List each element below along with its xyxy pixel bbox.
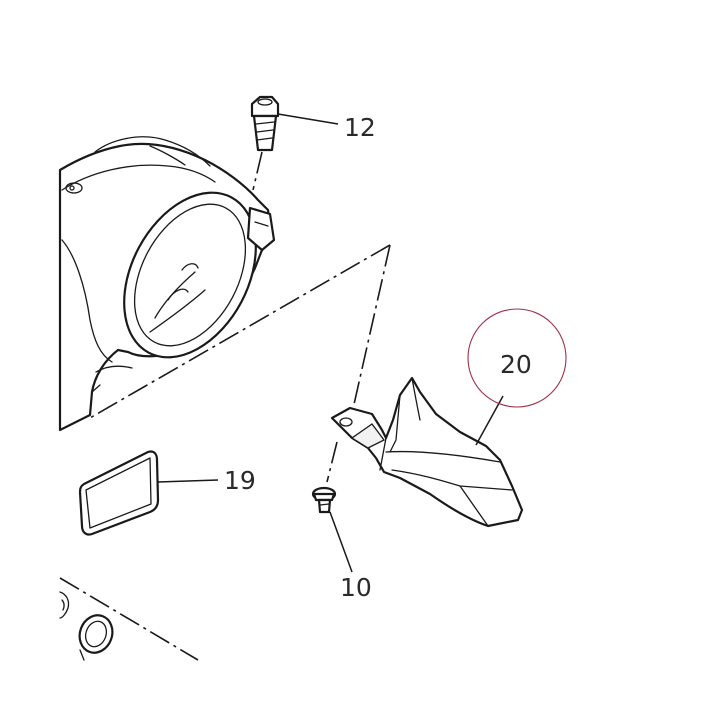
- cover-20: [330, 376, 524, 528]
- callout-10: 10: [340, 573, 372, 602]
- callout-20: 20: [500, 350, 532, 379]
- leader-20: [475, 395, 504, 446]
- housing-collar: [123, 191, 276, 359]
- assembly-lines: [59, 244, 391, 661]
- gasket-19: [78, 450, 160, 536]
- highlight-circle: [467, 308, 567, 408]
- callout-12: 12: [344, 113, 376, 142]
- leader-10: [329, 511, 353, 573]
- leader-12: [277, 113, 339, 125]
- lower-fragments: [59, 591, 114, 661]
- leader-19: [157, 479, 219, 483]
- screw-10: [311, 486, 337, 514]
- axis-bolt-12: [252, 151, 263, 191]
- callout-19: 19: [224, 466, 256, 495]
- bolt-12: [250, 95, 280, 152]
